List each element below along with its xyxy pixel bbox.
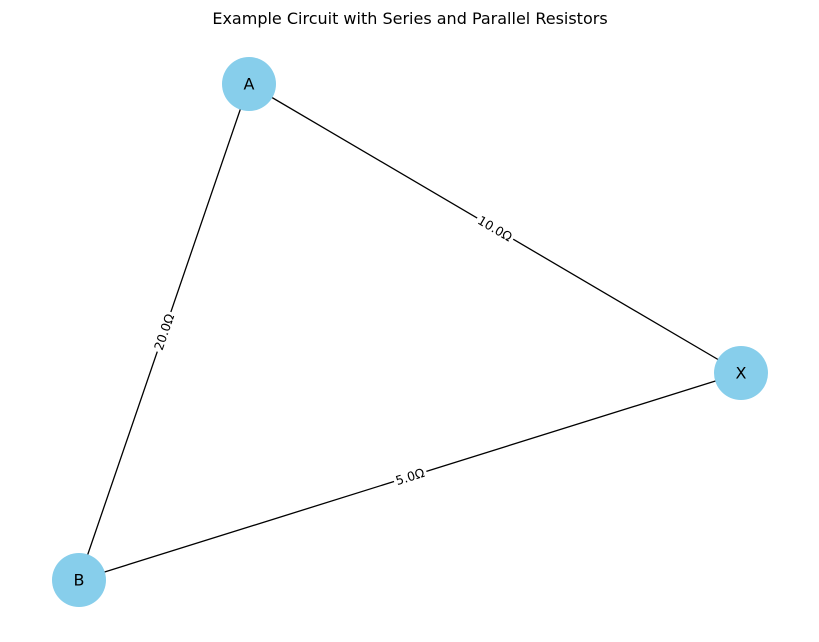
- edge-label: 20.0Ω: [149, 309, 179, 355]
- node-circle: [222, 57, 276, 111]
- edge-label-background: [472, 210, 518, 247]
- edge-label: 5.0Ω: [391, 463, 429, 490]
- node-label: A: [244, 75, 255, 94]
- edge-a-x: 10.0Ω: [248, 83, 742, 374]
- diagram-title: Example Circuit with Series and Parallel…: [212, 9, 607, 28]
- edge-label-text: 20.0Ω: [151, 311, 177, 352]
- node-label: B: [74, 571, 85, 590]
- edges-layer: 10.0Ω 5.0Ω 20.0Ω: [78, 83, 742, 581]
- edge-a-b: 20.0Ω: [78, 83, 250, 581]
- node-circle: [714, 346, 768, 400]
- edge-label-background: [149, 309, 179, 355]
- node-b: B: [52, 553, 106, 607]
- edge-label-text: 10.0Ω: [475, 213, 515, 245]
- node-x: X: [714, 346, 768, 400]
- edge-x-b: 5.0Ω: [78, 372, 742, 581]
- nodes-layer: A X B: [52, 57, 768, 607]
- edge-label-background: [391, 463, 429, 490]
- node-label: X: [736, 364, 747, 383]
- node-a: A: [222, 57, 276, 111]
- node-circle: [52, 553, 106, 607]
- edge-label: 10.0Ω: [472, 210, 518, 247]
